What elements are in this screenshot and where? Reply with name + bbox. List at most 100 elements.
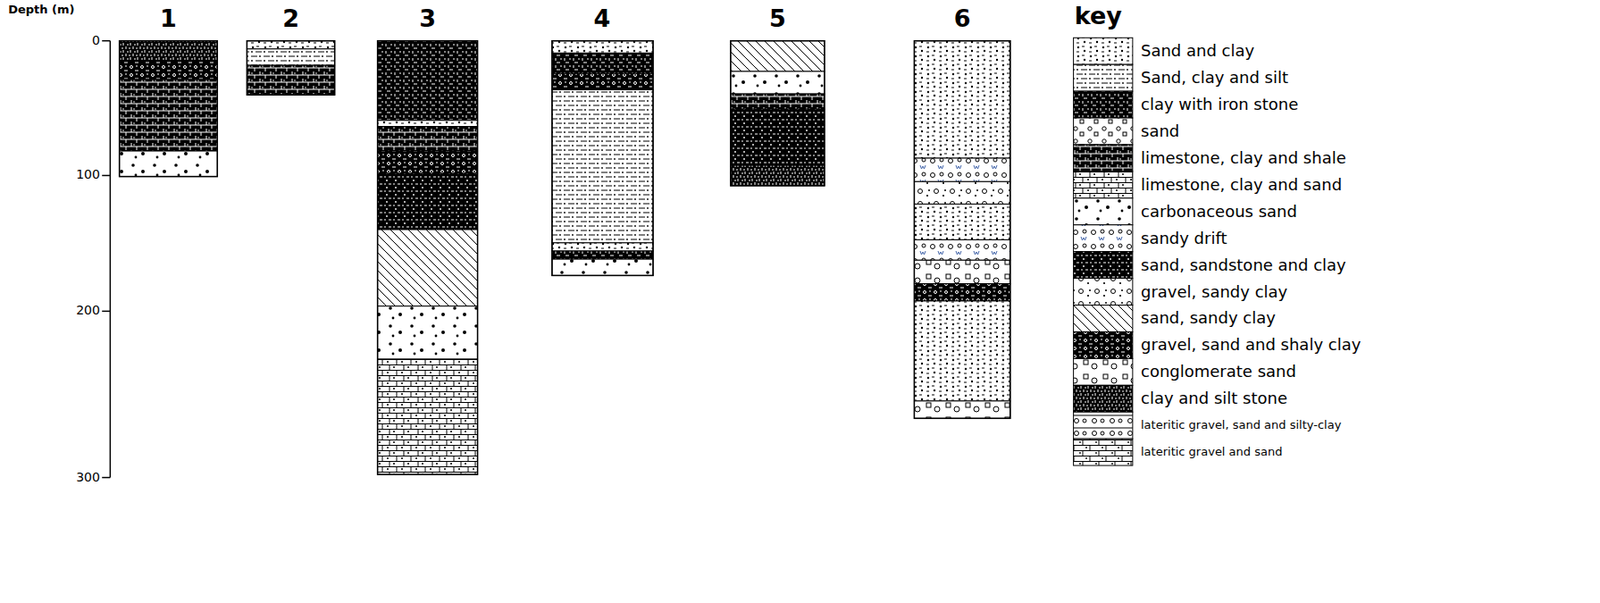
rock-layer [730, 41, 825, 72]
legend-swatch [1073, 331, 1133, 359]
rock-layer [119, 41, 218, 62]
legend-text: sand, sandy clay [1140, 309, 1276, 328]
rock-layer [552, 41, 654, 54]
rock-layer [552, 90, 654, 243]
axis-line [109, 41, 112, 478]
legend-swatch [1073, 305, 1133, 333]
legend-swatch [1073, 91, 1133, 118]
rock-layer [913, 41, 1010, 159]
rock-layer [913, 203, 1010, 240]
legend-swatch [1073, 117, 1133, 145]
depth-value: 300 [75, 470, 101, 485]
borehole-log [377, 41, 478, 475]
key-swatches [1073, 37, 1133, 466]
rock-layer [913, 259, 1010, 284]
rock-layer [246, 65, 335, 95]
depth-value: 0 [92, 33, 101, 48]
column-outline [377, 41, 478, 475]
legend-swatch [1073, 438, 1133, 466]
borehole-columns [119, 41, 1011, 475]
legend-text: Sand, clay and silt [1140, 68, 1289, 87]
legend-swatch [1073, 278, 1133, 306]
legend-text: gravel, sandy clay [1140, 283, 1288, 302]
legend-swatch [1073, 251, 1133, 279]
axis-tick [101, 310, 110, 313]
rock-layer [377, 173, 478, 230]
column-outline [552, 41, 654, 277]
legend-text: lateritic gravel and sand [1140, 445, 1282, 459]
rock-layer [552, 242, 654, 252]
legend-swatch [1073, 358, 1133, 386]
legend-text: Sand and clay [1140, 41, 1255, 60]
legend-swatch [1073, 64, 1133, 92]
axis-tick [101, 40, 110, 42]
column-outline [246, 41, 335, 96]
legend-text: sand, sandstone and clay [1140, 256, 1347, 275]
depth-axis [101, 41, 110, 478]
legend-text: carbonaceous sand [1140, 202, 1298, 221]
rock-layer [730, 71, 825, 94]
rock-layer [377, 306, 478, 360]
column-number: 1 [159, 5, 177, 33]
column-outline [119, 41, 218, 177]
rock-layer [377, 229, 478, 307]
rock-layer [913, 239, 1010, 260]
axis-tick [101, 477, 110, 479]
rock-layer [913, 301, 1010, 402]
axis-title: Depth (m) [8, 3, 75, 17]
rock-layer [730, 93, 825, 109]
rock-layer [552, 52, 654, 74]
legend-text: lateritic gravel, sand and silty-clay [1140, 418, 1341, 432]
legend-swatch [1073, 37, 1133, 65]
legend-text: conglomerate sand [1140, 362, 1297, 381]
legend-swatch [1073, 385, 1133, 412]
rock-layer [913, 401, 1010, 419]
rock-layer [119, 61, 218, 81]
rock-layer [552, 251, 654, 260]
rock-layer [119, 79, 218, 151]
legend-text: sandy drift [1140, 229, 1228, 248]
key-title: key [1074, 2, 1123, 30]
legend-swatch [1073, 411, 1133, 439]
borehole-log [552, 41, 654, 277]
rock-layer [246, 49, 335, 66]
legend-swatch [1073, 171, 1133, 199]
depth-value: 200 [75, 304, 101, 319]
rock-layer [730, 108, 825, 166]
legend-swatch [1073, 225, 1133, 252]
rock-layer [913, 181, 1010, 204]
legend-text: clay with iron stone [1140, 95, 1299, 114]
column-outline [730, 41, 825, 186]
legend-swatch [1073, 198, 1133, 226]
axis-tick [101, 175, 110, 177]
borehole-log [246, 41, 335, 96]
column-outline [913, 41, 1010, 419]
rock-layer [119, 150, 218, 177]
legend-text: clay and silt stone [1140, 389, 1288, 408]
rock-layer [377, 126, 478, 151]
legend-text: limestone, clay and shale [1140, 149, 1347, 168]
rock-layer [377, 120, 478, 127]
legend-swatch [1073, 144, 1133, 172]
rock-layer [913, 284, 1010, 302]
column-number: 2 [282, 5, 300, 33]
rock-layer [552, 259, 654, 276]
column-number: 3 [418, 5, 436, 33]
borehole-log [913, 41, 1010, 419]
column-number: 4 [594, 5, 612, 33]
rock-layer [246, 41, 335, 50]
legend-text: limestone, clay and sand [1140, 175, 1342, 194]
rock-layer [730, 165, 825, 186]
rock-layer [913, 158, 1010, 182]
borehole-log [730, 41, 825, 186]
rock-layer [377, 359, 478, 475]
rock-layer [377, 41, 478, 121]
column-number: 5 [769, 5, 787, 33]
rock-layer [377, 150, 478, 174]
legend-text: gravel, sand and shaly clay [1140, 336, 1361, 355]
legend-text: sand [1140, 122, 1180, 141]
column-number: 6 [954, 5, 972, 33]
borehole-log [119, 41, 218, 177]
